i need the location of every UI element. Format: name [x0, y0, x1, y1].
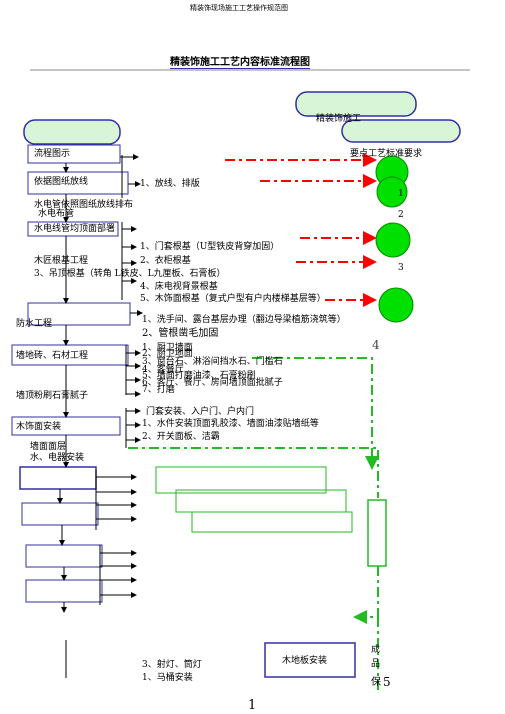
key-requirements-label: 要点工艺标准要求 — [350, 149, 423, 159]
key-point-circle-3 — [378, 287, 414, 323]
box-flow — [27, 144, 121, 164]
flow-label: 流程图示 — [34, 149, 71, 159]
protect-label-1: 成 — [371, 645, 381, 655]
step-9: 木饰面安装 — [16, 422, 62, 432]
protect-label-3: 保 — [371, 677, 381, 688]
step-2a: 水电管依照图纸放线排布 — [34, 200, 134, 210]
middle-8g: 7、打磨 — [142, 385, 175, 395]
circle-number-4: 4 — [372, 338, 380, 352]
middle-8e: 5、墙面打磨油漆、石膏粉刷 — [142, 371, 256, 381]
box-floor — [264, 642, 356, 678]
box-step7 — [11, 344, 129, 366]
right-box-c — [191, 511, 353, 533]
middle-4: 4、床电视背景根基 — [140, 282, 218, 292]
page-number: 1 — [248, 698, 257, 713]
middle-8c: 3、窗台石、淋浴间挡水石、门槛石 — [142, 357, 283, 367]
step-8: 墙顶粉刷石膏腻子 — [16, 391, 89, 401]
box-lower-2 — [21, 502, 99, 526]
middle-5: 5、木饰面根基（复式户型有户内楼梯基层等） — [140, 294, 326, 304]
middle-7: 2、管根凿毛加固 — [142, 328, 219, 339]
step-5: 3、吊顶根基（转角 L铁皮、L九厘板、石膏板） — [34, 269, 226, 279]
right-bar — [367, 499, 387, 567]
top-right-box-outline — [295, 91, 417, 117]
middle-13: 1、马桶安装 — [142, 673, 193, 683]
middle-2: 1、门套根基（U型铁皮背穿加固） — [140, 242, 280, 252]
middle-11: 2、开关面板、洁霸 — [142, 432, 220, 442]
key-point-circle-2 — [375, 222, 411, 258]
circle-number-2: 2 — [398, 210, 404, 220]
top-right-box-label: 精装饰施工 — [316, 114, 362, 124]
key-point-circle-1b — [376, 176, 408, 208]
middle-8d: 4、客餐厅 — [142, 365, 184, 375]
floor-box-label: 木地板安装 — [282, 656, 328, 666]
step-2b: 水电布管 — [38, 209, 75, 219]
box-step3 — [27, 221, 119, 237]
middle-10: 1、水件安装顶面乳胶漆、墙面油漆贴墙纸等 — [142, 419, 319, 429]
middle-8b: 2、厨卫地面 — [142, 349, 193, 359]
middle-1: 1、放线、排版 — [140, 179, 200, 189]
protect-label-2: 品 — [371, 659, 381, 669]
step-10a: 墙面面层 — [30, 442, 67, 452]
circle-number-3: 3 — [398, 263, 404, 273]
middle-12: 3、射灯、筒灯 — [142, 660, 202, 670]
box-step6 — [27, 302, 131, 326]
page-header: 精装饰现场施工工艺操作规范图 — [190, 4, 288, 12]
middle-3: 2、衣柜根基 — [140, 256, 191, 266]
step-4: 木匠根基工程 — [34, 256, 89, 266]
step-10b: 水、电器安装 — [30, 453, 85, 463]
middle-8f: 6、客厅、餐厅、房间墙顶面批腻子 — [142, 378, 283, 388]
box-lower-3 — [25, 544, 103, 568]
box-step1 — [27, 171, 129, 195]
middle-6: 1、洗手间、露台基层办理（翻边导梁植筋浇筑等） — [142, 315, 346, 325]
step-3: 水电线管均顶面部署 — [34, 224, 116, 234]
step-6: 防水工程 — [16, 319, 53, 329]
box-lower-1 — [19, 466, 97, 490]
step-1: 依据图纸放线 — [34, 177, 89, 187]
box-lower-4 — [25, 579, 103, 603]
circle-number-1: 1 — [398, 189, 404, 199]
top-right-box-2 — [341, 119, 461, 143]
top-left-box — [23, 119, 121, 145]
step-7: 墙地砖、石材工程 — [16, 351, 89, 361]
protect-label-4: 5 — [383, 675, 391, 689]
page-title: 精装饰施工工艺内容标准流程图 — [170, 57, 310, 69]
middle-8a: 1、厨卫墙面 — [142, 343, 193, 353]
middle-9: 门套安装、入户门、户内门 — [146, 407, 255, 417]
right-box-a — [155, 466, 327, 494]
